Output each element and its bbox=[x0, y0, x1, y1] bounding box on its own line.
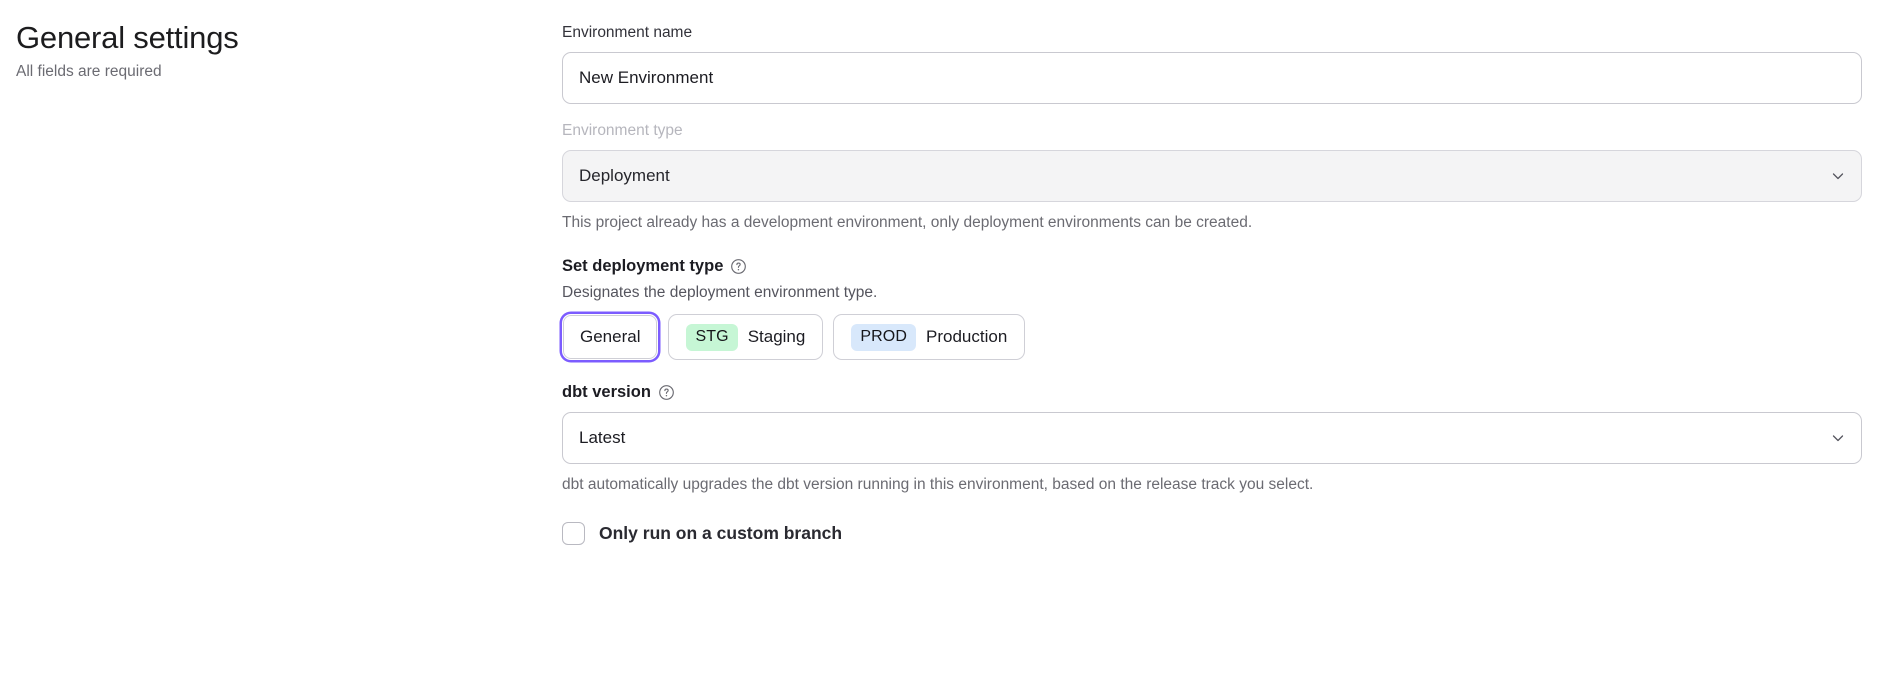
deployment-type-option-general-label: General bbox=[580, 327, 641, 346]
deployment-type-option-production[interactable]: PROD Production bbox=[833, 314, 1026, 360]
environment-type-label: Environment type bbox=[562, 122, 683, 139]
custom-branch-row: Only run on a custom branch bbox=[562, 522, 1862, 545]
dbt-version-select-value: Latest bbox=[562, 412, 1862, 464]
dbt-version-label: dbt version bbox=[562, 383, 651, 401]
deployment-type-field: Set deployment type Designates the deplo… bbox=[562, 254, 1862, 360]
deployment-type-option-production-label: Production bbox=[926, 327, 1008, 346]
deployment-type-description: Designates the deployment environment ty… bbox=[562, 284, 878, 301]
dbt-version-helper-text: dbt automatically upgrades the dbt versi… bbox=[562, 476, 1314, 493]
settings-intro-column: General settings All fields are required bbox=[0, 0, 562, 83]
custom-branch-checkbox[interactable] bbox=[562, 522, 585, 545]
question-mark-circle-icon[interactable] bbox=[730, 258, 747, 275]
deployment-type-label: Set deployment type bbox=[562, 257, 724, 275]
environment-type-select[interactable]: Deployment bbox=[562, 150, 1862, 202]
dbt-version-label-row: dbt version bbox=[562, 380, 1862, 404]
environment-name-input[interactable] bbox=[562, 52, 1862, 104]
environment-name-label: Environment name bbox=[562, 24, 693, 41]
deployment-type-option-general[interactable]: General bbox=[562, 314, 659, 360]
deployment-type-option-staging[interactable]: STG Staging bbox=[668, 314, 824, 360]
deployment-type-options: General STG Staging PROD Production bbox=[562, 314, 1862, 360]
staging-badge: STG bbox=[686, 323, 738, 351]
production-badge: PROD bbox=[851, 323, 916, 351]
page-subtitle: All fields are required bbox=[16, 63, 162, 80]
custom-branch-label[interactable]: Only run on a custom branch bbox=[599, 523, 843, 543]
question-mark-circle-icon[interactable] bbox=[658, 384, 675, 401]
environment-type-field: Environment type Deployment This project… bbox=[562, 120, 1862, 234]
dbt-version-select[interactable]: Latest bbox=[562, 412, 1862, 464]
deployment-type-option-staging-label: Staging bbox=[747, 327, 806, 346]
deployment-type-label-row: Set deployment type bbox=[562, 254, 1862, 278]
environment-type-select-value: Deployment bbox=[562, 150, 1862, 202]
environment-type-helper-text: This project already has a development e… bbox=[562, 214, 1253, 231]
environment-name-field: Environment name bbox=[562, 22, 1862, 104]
dbt-version-field: dbt version Latest dbt automatica bbox=[562, 380, 1862, 496]
page-title: General settings bbox=[16, 20, 239, 55]
settings-form-column: Environment name Environment type Deploy… bbox=[562, 0, 1890, 545]
